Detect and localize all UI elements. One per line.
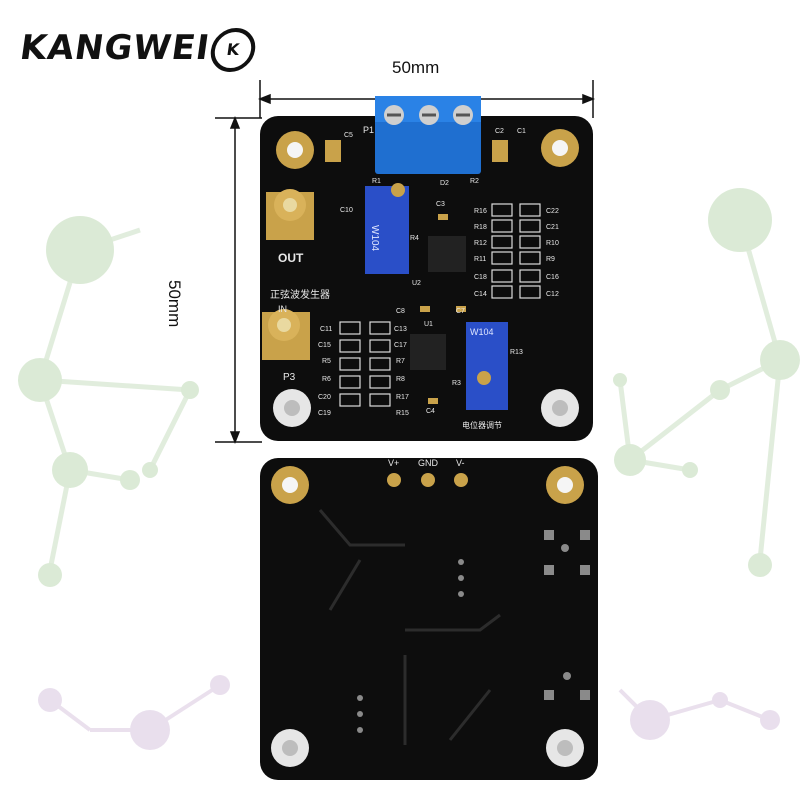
svg-text:D2: D2 (440, 180, 449, 187)
pot-right-label: W104 (470, 327, 494, 337)
label-in: IN (278, 304, 287, 314)
svg-text:R11: R11 (474, 256, 486, 263)
mounting-holes-front (273, 129, 579, 427)
label-p1: P1 (363, 125, 374, 135)
traces (318, 509, 501, 745)
background-network (18, 188, 800, 750)
svg-text:C7: C7 (456, 308, 465, 315)
svg-text:C21: C21 (546, 224, 559, 231)
capacitors (325, 140, 508, 404)
svg-text:R9: R9 (546, 256, 555, 263)
svg-text:C18: C18 (474, 274, 487, 281)
potentiometer-left (365, 183, 409, 274)
screw-terminal (375, 96, 481, 174)
svg-text:R18: R18 (474, 224, 487, 231)
svg-text:C2: C2 (495, 128, 504, 135)
svg-text:C20: C20 (318, 394, 331, 401)
svg-text:C11: C11 (320, 326, 332, 333)
sma-connector-in (262, 309, 310, 360)
svg-text:R4: R4 (410, 235, 419, 242)
label-chinese-bottom: 电位器调节 (462, 420, 502, 430)
svg-text:R15: R15 (396, 410, 409, 417)
power-pins (387, 473, 468, 487)
svg-text:R6: R6 (322, 376, 331, 383)
svg-text:R3: R3 (452, 380, 461, 387)
pot-left-label: W104 (369, 225, 380, 252)
svg-text:R1: R1 (372, 178, 381, 185)
back-pcb-board: V+ GND V- (260, 458, 598, 780)
svg-text:C10: C10 (340, 207, 353, 214)
potentiometer-right (466, 322, 508, 410)
label-p3: P3 (283, 372, 296, 383)
width-dimension-label: 50mm (392, 58, 440, 77)
svg-text:C22: C22 (546, 208, 559, 215)
sma-connector-out (266, 189, 314, 240)
svg-text:C14: C14 (474, 291, 487, 298)
svg-text:C13: C13 (394, 326, 407, 333)
svg-text:C12: C12 (546, 291, 559, 298)
through-holes (357, 530, 590, 733)
pin-label-vminus: V- (456, 458, 465, 468)
brand-logo-text: KANGWEI (17, 28, 213, 68)
svg-text:C16: C16 (546, 274, 559, 281)
svg-text:U2: U2 (412, 280, 421, 287)
svg-text:R12: R12 (474, 240, 487, 247)
svg-text:U1: U1 (424, 321, 433, 328)
svg-text:R8: R8 (396, 376, 405, 383)
mounting-holes-back (271, 466, 584, 767)
svg-text:C17: C17 (394, 342, 407, 349)
svg-text:R16: R16 (474, 208, 487, 215)
front-pcb-board: P1 OUT IN P3 正弦波发生器 电位器调节 W104 W104 C5C1… (260, 96, 593, 441)
svg-text:R2: R2 (470, 178, 479, 185)
label-chinese-title: 正弦波发生器 (270, 288, 330, 301)
ic-u1 (410, 334, 446, 370)
pin-label-gnd: GND (418, 458, 439, 468)
svg-text:R5: R5 (322, 358, 331, 365)
svg-text:R13: R13 (510, 349, 523, 356)
svg-text:C3: C3 (436, 201, 445, 208)
svg-text:C1: C1 (517, 128, 526, 135)
ic-u2 (428, 236, 466, 272)
svg-text:R10: R10 (546, 240, 559, 247)
svg-text:C4: C4 (426, 408, 435, 415)
pin-label-vplus: V+ (388, 458, 399, 468)
svg-text:C8: C8 (396, 308, 405, 315)
brand-badge-icon: K (208, 28, 259, 72)
height-dimension-label: 50mm (165, 280, 184, 328)
svg-text:R7: R7 (396, 358, 405, 365)
svg-text:C19: C19 (318, 410, 331, 417)
svg-text:C5: C5 (344, 132, 353, 139)
smd-components (339, 203, 541, 407)
svg-text:C15: C15 (318, 342, 331, 349)
svg-text:R17: R17 (396, 394, 409, 401)
label-out: OUT (278, 251, 304, 265)
